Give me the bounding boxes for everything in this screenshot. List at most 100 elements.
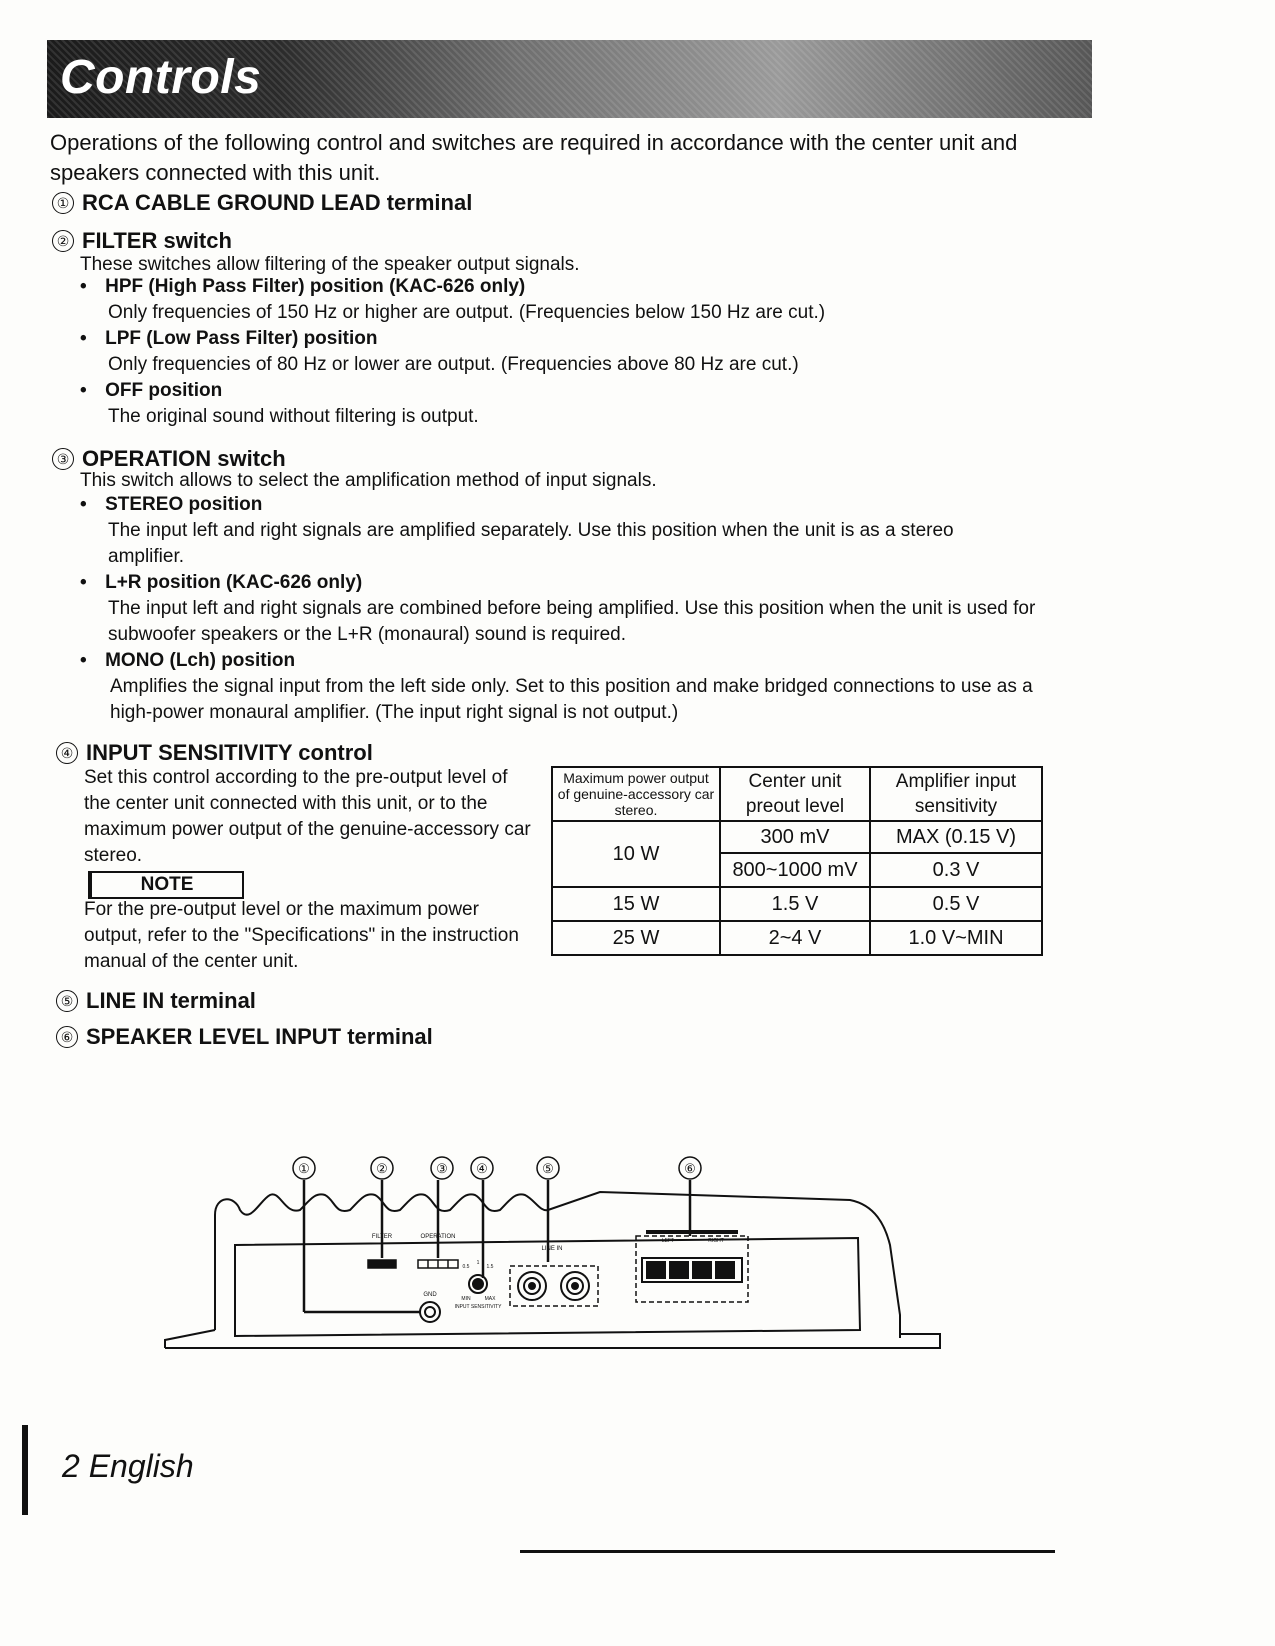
table-cell: 10 W (551, 820, 721, 888)
sensitivity-knob (468, 1274, 488, 1294)
bullet-dot: • (80, 380, 87, 401)
section-heading-3: ③ OPERATION switch (52, 446, 286, 472)
bullet-text: Only frequencies of 150 Hz or higher are… (108, 302, 826, 323)
callout-number: ③ (52, 448, 74, 470)
section-heading-5: ⑤ LINE IN terminal (56, 988, 256, 1014)
table-row: 10 W 300 mV MAX (0.15 V) (551, 820, 1043, 888)
filter-label: FILTER (372, 1234, 393, 1240)
table-cell: 800~1000 mV (719, 852, 871, 888)
bullet-text: Amplifies the signal input from the left… (110, 676, 1033, 723)
bullet-dot: • (80, 572, 87, 593)
knob-scale-label: 1 (477, 1260, 480, 1266)
bullet-item: • MONO (Lch) position (80, 650, 295, 672)
line-in-label: LINE IN (541, 1246, 562, 1252)
section-title: SPEAKER LEVEL INPUT terminal (86, 1024, 433, 1049)
callout-6: ⑥ (684, 1161, 696, 1176)
table-header-row: Maximum power output of genuine-accessor… (551, 766, 1043, 822)
bullet-item: • OFF position (80, 380, 222, 402)
section-title: FILTER switch (82, 228, 232, 253)
bullet-dot: • (80, 650, 87, 671)
heatsink-outline (214, 1190, 901, 1338)
table-cell: 0.3 V (869, 852, 1043, 888)
amplifier-panel-diagram: ① ② ③ ④ ⑤ ⑥ FILTER OPERATION 0.5 1 1.5 M… (164, 1156, 941, 1349)
callouts (292, 1156, 702, 1180)
callout-number: ② (52, 230, 74, 252)
header-banner (47, 40, 1092, 118)
section-description: These switches allow filtering of the sp… (80, 254, 580, 275)
callout-1: ① (298, 1161, 310, 1176)
front-panel (234, 1236, 862, 1338)
section-description: This switch allows to select the amplifi… (80, 470, 657, 491)
bullet-item: • STEREO position (80, 494, 262, 516)
bullet-text: The input left and right signals are com… (108, 598, 1036, 645)
section-title: INPUT SENSITIVITY control (86, 740, 373, 765)
bullet-title: HPF (High Pass Filter) position (KAC-626… (105, 276, 526, 297)
base-left (164, 1329, 216, 1348)
table-cell: MAX (0.15 V) (869, 820, 1043, 854)
section-title: RCA CABLE GROUND LEAD terminal (82, 190, 473, 215)
callout-number: ④ (56, 742, 78, 764)
table-header-cell: Amplifier input sensitivity (869, 766, 1043, 822)
table-header-cell: Maximum power output of genuine-accessor… (551, 766, 721, 822)
note-label: NOTE (88, 871, 244, 899)
operation-switch (417, 1259, 459, 1269)
table-cell: 300 mV (719, 820, 871, 854)
operation-label: OPERATION (421, 1234, 456, 1240)
bullet-title: MONO (Lch) position (105, 650, 296, 671)
section-heading-6: ⑥ SPEAKER LEVEL INPUT terminal (56, 1024, 433, 1050)
bullet-dot: • (80, 276, 87, 297)
callout-3: ③ (436, 1161, 448, 1176)
gnd-label: GND (423, 1292, 437, 1298)
speaker-connector (641, 1257, 743, 1283)
speaker-input-box (635, 1235, 749, 1303)
bullet-item: • HPF (High Pass Filter) position (KAC-6… (80, 276, 525, 298)
input-sensitivity-table: Maximum power output of genuine-accessor… (551, 766, 1043, 956)
page-title: Controls (60, 51, 262, 104)
leader-lines (302, 1180, 692, 1314)
knob-max-label: MAX (485, 1296, 497, 1302)
input-sensitivity-label: INPUT SENSITIVITY (455, 1304, 503, 1310)
section-title: OPERATION switch (82, 446, 286, 471)
line-in-box (509, 1265, 599, 1307)
knob-scale-label: 1.5 (487, 1264, 494, 1270)
table-cell: 25 W (551, 920, 721, 956)
table-cell: 15 W (551, 886, 721, 922)
speaker-right-label: RIGHT (708, 1238, 724, 1244)
note-text: For the pre-output level or the maximum … (84, 899, 519, 972)
bullet-dot: • (80, 328, 87, 349)
base-flange (165, 1333, 941, 1349)
bullet-title: L+R position (KAC-626 only) (105, 572, 363, 593)
table-row: 800~1000 mV 0.3 V (552, 852, 1043, 888)
knob-min-label: MIN (461, 1296, 471, 1302)
speaker-left-label: LEFT (662, 1238, 674, 1244)
callout-number: ⑥ (56, 1026, 78, 1048)
page-footer: 2 English (62, 1448, 194, 1484)
table-row: 25 W 2~4 V 1.0 V~MIN (551, 920, 1043, 956)
rca-jacks (517, 1271, 590, 1301)
binding-mark (22, 1425, 28, 1515)
section-heading-4: ④ INPUT SENSITIVITY control (56, 740, 373, 766)
ground-terminal (419, 1301, 441, 1323)
table-cell: 2~4 V (719, 920, 871, 956)
intro-paragraph: Operations of the following control and … (50, 130, 1018, 185)
knob-scale-label: 0.5 (463, 1264, 470, 1270)
bullet-text: Only frequencies of 80 Hz or lower are o… (108, 354, 799, 375)
section-heading-1: ① RCA CABLE GROUND LEAD terminal (52, 190, 472, 216)
bullet-dot: • (80, 494, 87, 515)
bullet-text: The original sound without filtering is … (108, 406, 479, 427)
callout-number: ⑤ (56, 990, 78, 1012)
callout-number: ① (52, 192, 74, 214)
filter-switch (367, 1259, 397, 1269)
bullet-title: LPF (Low Pass Filter) position (105, 328, 378, 349)
section-title: LINE IN terminal (86, 988, 256, 1013)
bullet-title: OFF position (105, 380, 223, 401)
callout-4: ④ (476, 1161, 488, 1176)
bullet-title: STEREO position (105, 494, 263, 515)
table-header-cell: Center unit preout level (719, 766, 871, 822)
section-description: Set this control according to the pre-ou… (84, 767, 531, 866)
callout-2: ② (376, 1161, 388, 1176)
callout-5: ⑤ (542, 1161, 554, 1176)
bullet-item: • L+R position (KAC-626 only) (80, 572, 362, 594)
footer-rule (520, 1550, 1055, 1553)
table-cell: 1.0 V~MIN (869, 920, 1043, 956)
